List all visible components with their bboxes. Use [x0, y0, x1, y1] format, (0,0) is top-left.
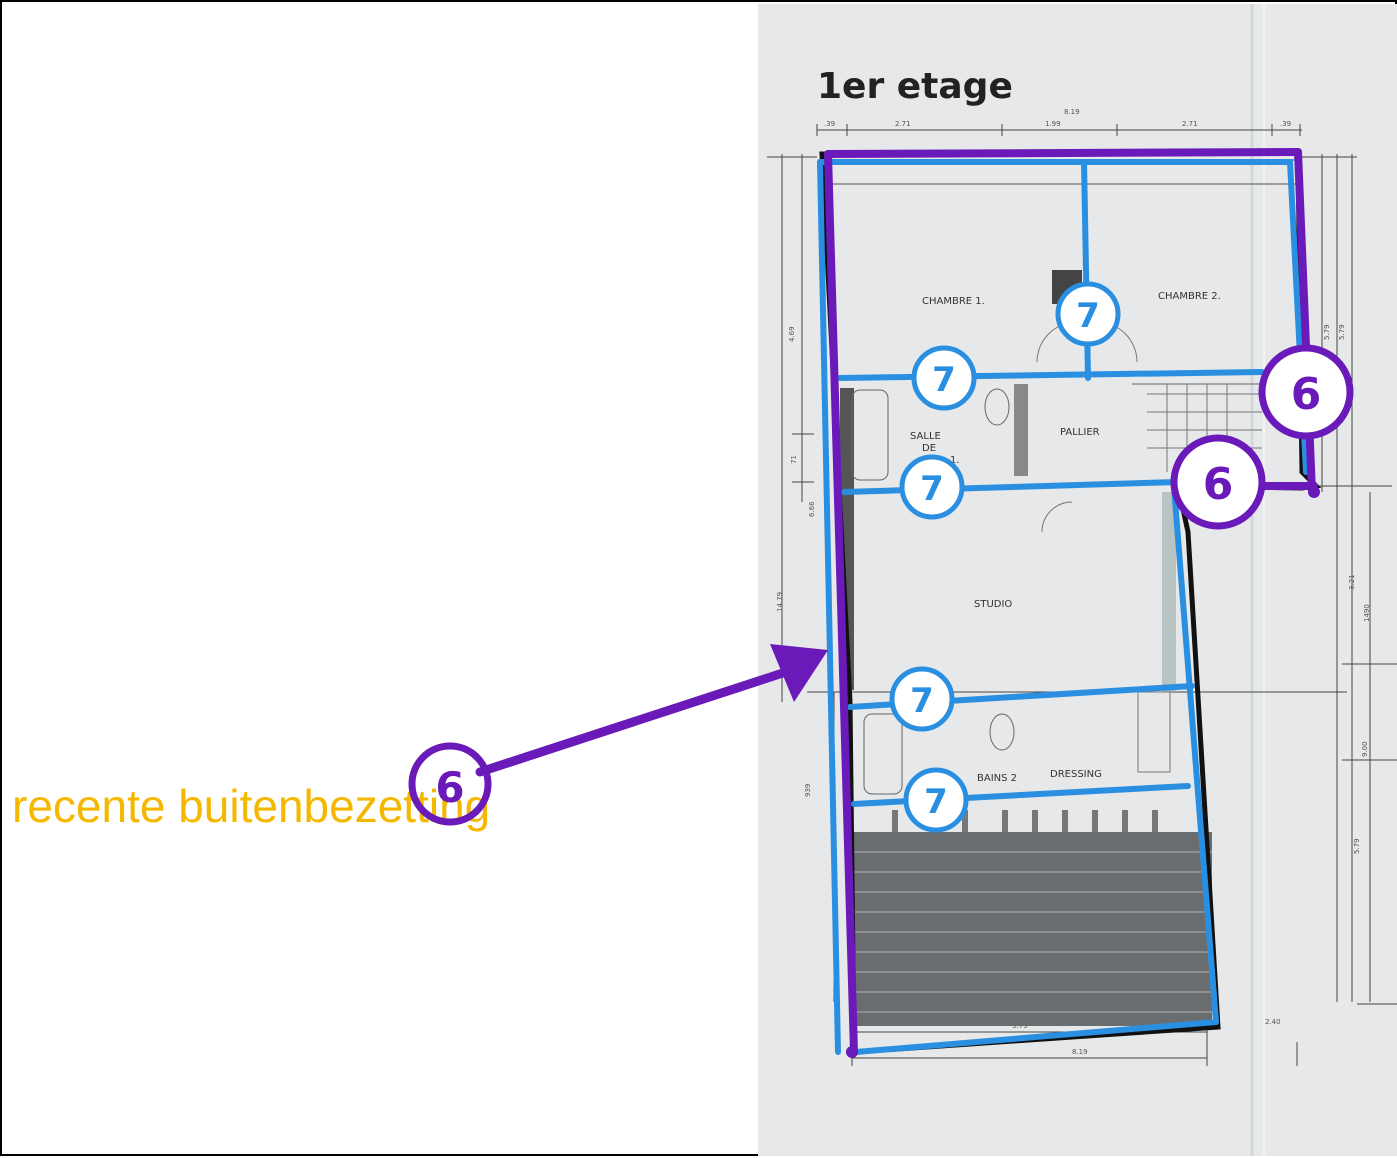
room-label-bains: BAINS 2 — [977, 773, 1017, 784]
badge-6-caption: 6 — [408, 742, 492, 826]
room-label-chambre1: CHAMBRE 1. — [922, 296, 985, 307]
room-label-salle-1: SALLE — [910, 431, 941, 442]
dim-left-d: 6.66 — [808, 501, 816, 517]
badge-7-salle-bottom: 7 — [899, 454, 965, 520]
top-dimensions: 8.19 .39 2.71 1.99 2.71 .39 — [816, 108, 1302, 136]
badge-7-chambre: 7 — [1055, 281, 1121, 347]
svg-text:7: 7 — [924, 782, 948, 822]
room-label-dressing: DRESSING — [1050, 769, 1102, 780]
room-label-salle-3: 1. — [950, 455, 960, 466]
badge-7-bains: 7 — [903, 767, 969, 833]
svg-text:6: 6 — [435, 763, 464, 812]
dim-top-d: 2.71 — [1182, 120, 1198, 128]
facade-endpoint-dot — [1308, 486, 1320, 498]
dim-bottom-c: 2.40 — [1265, 1018, 1281, 1026]
dim-right-a: 5.79 — [1323, 324, 1331, 340]
svg-text:6: 6 — [1291, 369, 1322, 420]
plan-walls — [827, 159, 1299, 1026]
svg-text:7: 7 — [932, 360, 956, 400]
svg-text:7: 7 — [1076, 296, 1100, 336]
dim-top-c: 1.99 — [1045, 120, 1061, 128]
dim-left-b: 71 — [790, 455, 798, 464]
dim-left-e: 939 — [804, 784, 812, 797]
badge-6-landing: 6 — [1170, 434, 1266, 530]
dim-right-b: 5.79 — [1338, 324, 1346, 340]
badge-6-stairs: 6 — [1258, 344, 1354, 440]
svg-text:7: 7 — [910, 681, 934, 721]
dim-right-c: 3.21 — [1348, 574, 1356, 590]
dim-right-e: 9.00 — [1361, 741, 1369, 757]
plan-title: 1er etage — [817, 66, 1013, 107]
badge-7-salle-top: 7 — [911, 345, 977, 411]
pointer-arrow — [475, 644, 828, 777]
dim-top-e: .39 — [1280, 120, 1291, 128]
dim-left-a: 4.69 — [788, 326, 796, 342]
room-label-chambre2: CHAMBRE 2. — [1158, 291, 1221, 302]
dim-top-a: .39 — [824, 120, 835, 128]
room-label-pallier: PALLIER — [1060, 427, 1100, 438]
right-dimensions: 5.79 5.79 3.21 1490 9.00 5.79 — [1302, 154, 1397, 1005]
dim-top-b: 2.71 — [895, 120, 911, 128]
dim-right-f: 5.79 — [1353, 838, 1361, 854]
facade-endpoint-dot — [846, 1046, 858, 1058]
dim-left-c: 14.79 — [776, 592, 784, 612]
room-label-studio: STUDIO — [974, 599, 1012, 610]
svg-text:7: 7 — [920, 469, 944, 509]
dim-top-total: 8.19 — [1064, 108, 1080, 116]
badge-7-studio: 7 — [889, 666, 955, 732]
room-label-salle-2: DE — [922, 443, 936, 454]
dim-right-d: 1490 — [1363, 604, 1371, 622]
dim-bottom-b: 8.19 — [1072, 1048, 1088, 1056]
svg-text:6: 6 — [1203, 459, 1234, 510]
